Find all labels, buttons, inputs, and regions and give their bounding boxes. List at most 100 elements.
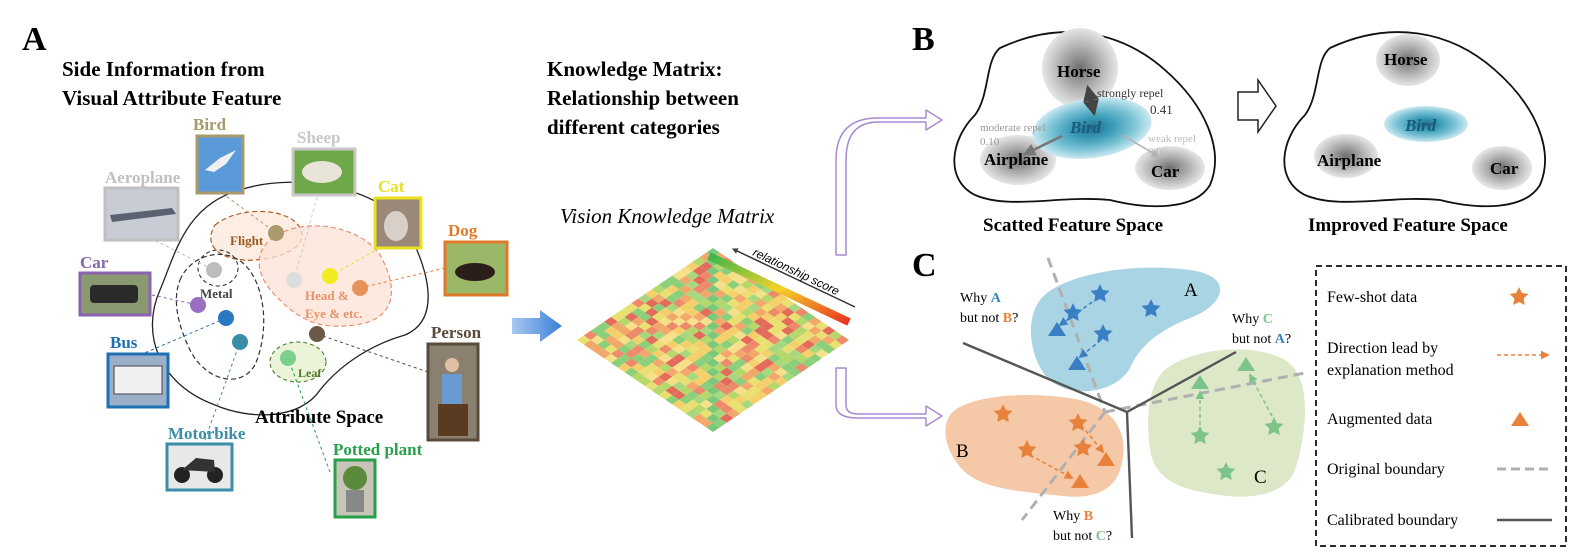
matrix-cell [611,330,625,340]
matrix-cell [658,381,673,391]
matrix-cell [679,367,693,377]
class-c-region [1148,349,1305,497]
matrix-cell [679,303,693,313]
motorbike-label: Motorbike [168,424,246,443]
car-label: Car [80,253,109,272]
aeroplane-label: Aeroplane [105,168,181,187]
calibrated-boundaries [962,341,1237,539]
matrix-cell [692,266,707,276]
matrix-cell [645,298,659,308]
matrix-cell [713,363,727,373]
leaf-label: Leaf [298,366,322,380]
matrix-cell [767,326,781,336]
matrix-cell [699,335,713,345]
scatted-space-outline [953,31,1216,208]
matrix-cell [597,340,611,350]
matrix-cell [774,312,788,322]
matrix-cell [787,358,802,368]
matrix-cell [665,303,679,313]
matrix-cell [631,372,645,382]
class-b-samples [993,404,1115,488]
legend-direction-label-1: Direction lead by [1327,340,1438,357]
category-bus: Bus [106,333,170,409]
strong-repel-value: 0.41 [1150,102,1173,117]
matrix-cell [733,303,747,313]
matrix-cell [733,312,747,322]
matrix-cell [645,344,659,354]
matrix-cell [597,349,611,359]
matrix-cell [815,340,829,350]
matrix-cell [631,335,645,345]
matrix-cell [679,266,693,276]
matrix-cell [638,349,652,359]
matrix-cell [753,317,768,327]
matrix-cell [740,289,754,299]
matrix-cell [706,303,720,313]
matrix-cell [699,372,713,382]
matrix-cell [604,317,618,327]
matrix-cell [726,280,741,290]
matrix-cell [672,280,686,290]
matrix-cell [767,307,781,317]
matrix-cell [611,358,625,368]
matrix-cell [733,284,747,294]
svg-text:but not B?: but not B? [960,311,1018,326]
person-horse-icon [438,404,468,436]
metal-label: Metal [200,286,233,301]
matrix-cell [706,312,720,322]
matrix-cell [645,289,659,299]
matrix-cell [781,335,795,345]
matrix-cell [801,349,815,359]
matrix-cell [699,399,713,409]
scatted-space-caption: Scatted Feature Space [983,215,1163,236]
arrow-to-panel-b-icon [835,109,943,256]
matrix-cell [781,298,795,308]
matrix-cell [699,390,713,400]
matrix-cell [631,298,645,308]
matrix-cell [733,386,747,396]
matrix-cell [726,289,741,299]
matrix-cell [658,317,673,327]
matrix-cell [719,358,734,368]
strong-repel-arrow [1083,84,1099,117]
matrix-cell [835,335,849,345]
matrix-cell [719,376,734,386]
matrix-cell [726,326,741,336]
matrix-cell [631,363,645,373]
matrix-cell [617,307,632,317]
matrix-cell [685,261,700,271]
matrix-cell [781,307,795,317]
panel-c-letter: C [912,247,937,284]
matrix-cell [706,376,720,386]
augmented-triangle-icon [1068,356,1086,370]
matrix-cell [679,376,693,386]
matrix-cell [692,340,707,350]
person-body-icon [442,374,462,404]
matrix-cell [624,303,639,313]
matrix-cell [719,386,734,396]
matrix-cell [801,358,815,368]
matrix-cell [774,303,788,313]
matrix-cell [665,284,679,294]
matrix-cell [624,330,639,340]
legend-direction-label-2: explanation method [1327,362,1454,379]
matrix-cell [645,353,659,363]
matrix-cell [774,294,788,304]
matrix-cell [747,367,761,377]
matrix-cell [692,395,707,405]
airplane-cluster-improved [1314,134,1378,178]
matrix-cell [577,335,591,345]
matrix-cell [733,395,747,405]
category-sheep: Sheep [291,128,357,197]
matrix-cell [604,326,618,336]
matrix-cell [747,358,761,368]
matrix-cell [685,363,700,373]
matrix-cell [706,395,720,405]
matrix-cell [740,335,754,345]
motorbike-wheel-icon [174,467,190,483]
matrix-cell [679,358,693,368]
matrix-cell [590,326,605,336]
class-b-directions [1029,424,1105,479]
matrix-cell [740,353,754,363]
matrix-cell [651,303,666,313]
